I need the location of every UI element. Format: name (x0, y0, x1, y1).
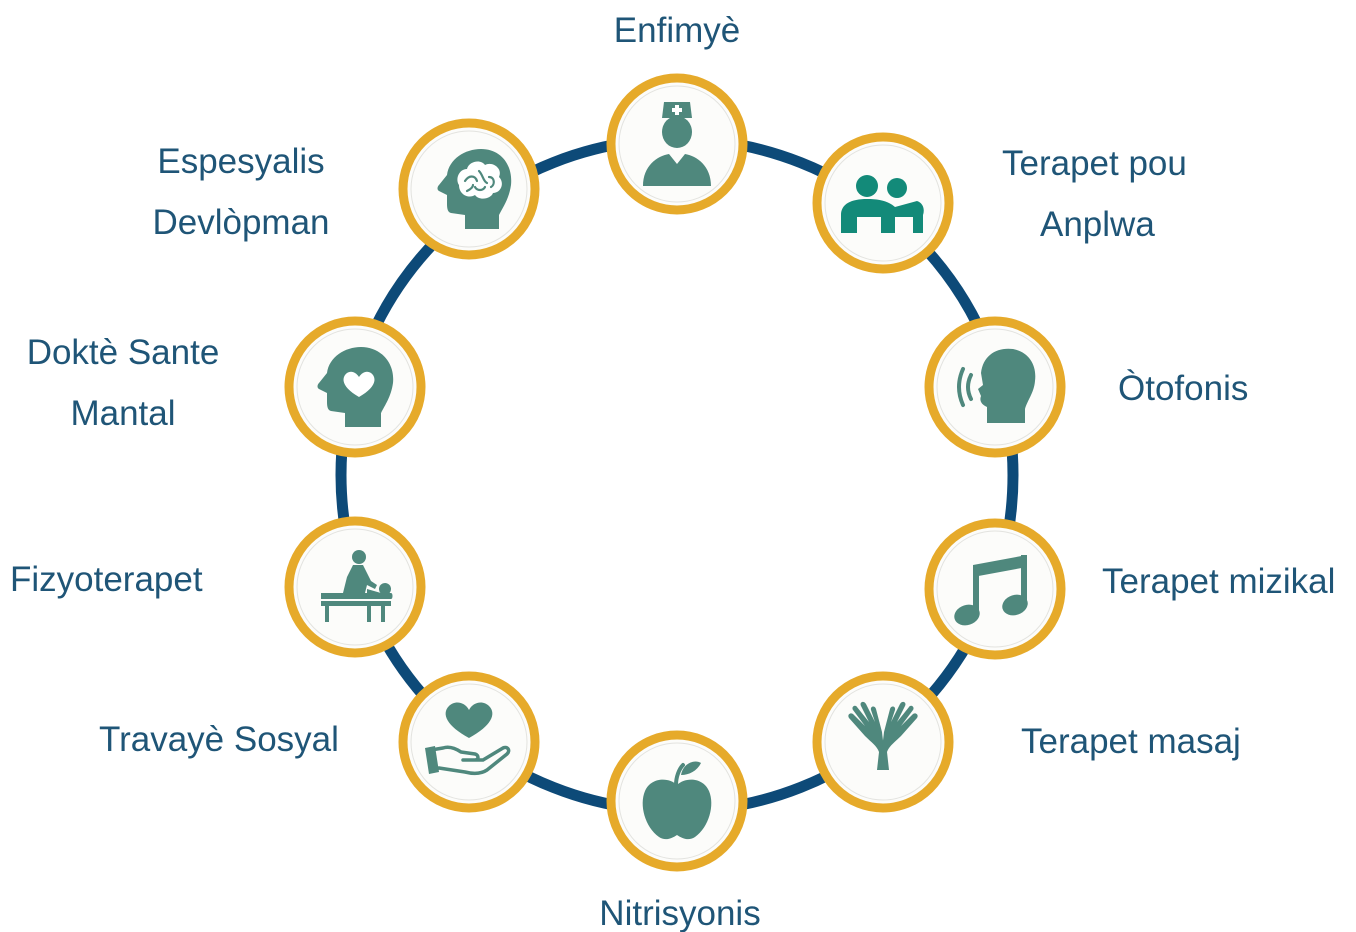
badge-mental (284, 316, 426, 458)
speaking-head-icon (957, 348, 1036, 423)
label-line: Nitrisyonis (599, 894, 761, 932)
label-line: Espesyalis (157, 142, 325, 181)
label-line: Travayè Sosyal (99, 720, 339, 759)
label-physio: Fizyoterapet (10, 549, 203, 610)
heart-in-hand-icon (425, 702, 511, 776)
badge-circle (924, 518, 1066, 660)
nurse-icon (643, 102, 711, 186)
label-line: Devlòpman (152, 203, 330, 242)
badge-physio (284, 516, 426, 658)
massage-hands-icon (848, 701, 918, 770)
label-line: Mantal (70, 394, 176, 433)
label-speech: Òtofonis (1118, 358, 1248, 419)
badge-development (398, 118, 540, 260)
label-line: Fizyoterapet (10, 560, 203, 599)
label-line: Terapet pou (1002, 144, 1187, 183)
label-massage: Terapet masaj (1021, 711, 1241, 772)
label-line: Doktè Sante (26, 333, 220, 372)
badge-circle (398, 671, 540, 813)
label-line: Terapet mizikal (1102, 562, 1336, 601)
badge-speech (924, 316, 1066, 458)
label-mental: Doktè Sante Mantal (27, 322, 220, 444)
badge-family (812, 132, 954, 274)
label-line: Anplwa (1040, 205, 1155, 244)
label-line: Terapet masaj (1021, 722, 1241, 761)
label-line: Enfimyè (613, 11, 741, 50)
badge-nutrition (606, 730, 748, 872)
heart-head-icon (317, 347, 394, 427)
label-line: Òtofonis (1118, 369, 1249, 408)
badge-massage (812, 671, 954, 813)
label-nutrition: Nitrisyonis (599, 883, 760, 932)
label-social: Travayè Sosyal (99, 709, 339, 770)
badge-nurse (606, 73, 748, 215)
label-development: Espesyalis Devlòpman (152, 131, 329, 253)
label-nurse: Enfimyè (614, 0, 740, 61)
apple-icon (642, 761, 712, 840)
label-music: Terapet mizikal (1102, 551, 1335, 612)
label-family: Terapet pou Anplwa (1002, 133, 1187, 255)
music-note-icon (954, 555, 1028, 626)
family-embrace-icon (841, 175, 924, 233)
badge-music (924, 518, 1066, 660)
brain-head-icon (437, 149, 512, 229)
physiotherapy-icon (321, 550, 393, 622)
badge-social (398, 671, 540, 813)
